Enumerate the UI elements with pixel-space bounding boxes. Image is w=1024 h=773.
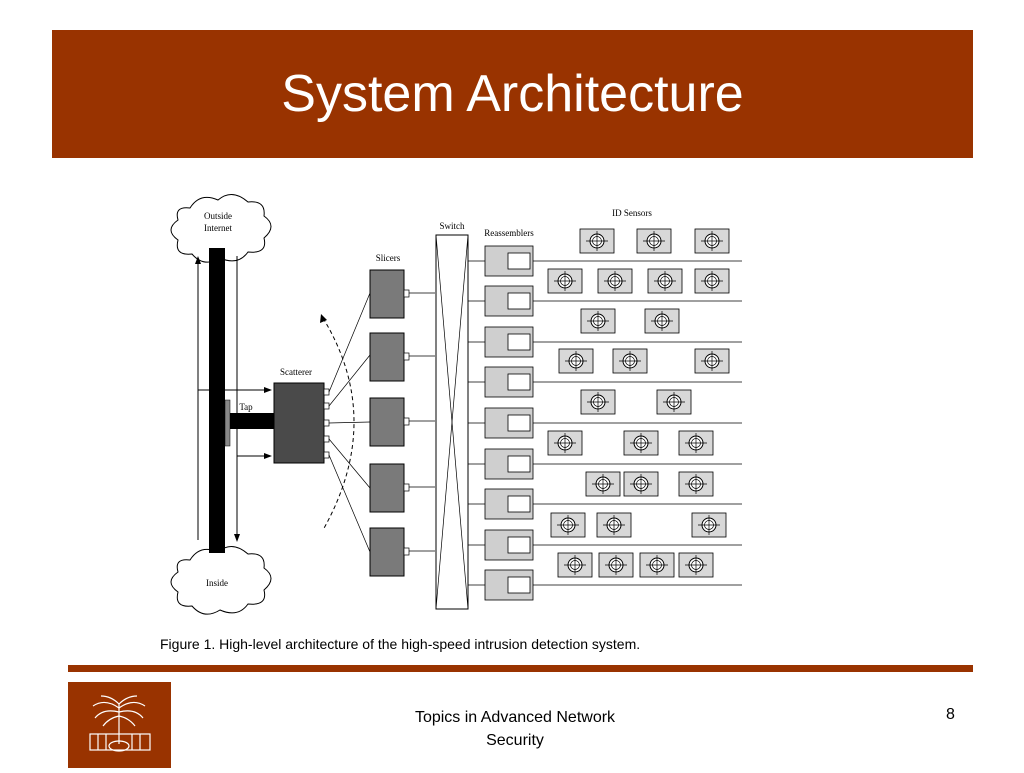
- footer-line-2: Security: [486, 732, 544, 749]
- university-logo: [68, 682, 171, 768]
- page-number: 8: [946, 706, 955, 723]
- network-link: [209, 248, 225, 553]
- inside-label: Inside: [206, 578, 228, 588]
- reassemblers-label: Reassemblers: [484, 228, 534, 238]
- title-bar: System Architecture: [52, 30, 973, 158]
- scatterer-label: Scatterer: [280, 367, 312, 377]
- slicers-label: Slicers: [376, 253, 401, 263]
- outside-label: Outside: [204, 211, 232, 221]
- slicers-group: [369, 269, 405, 577]
- id-sensors-group: [547, 228, 730, 578]
- reassemblers-group: [468, 245, 534, 601]
- tap-connector: [230, 413, 274, 429]
- figure-caption: Figure 1. High-level architecture of the…: [160, 636, 641, 652]
- scatterer-box: [273, 382, 325, 464]
- inside-cloud: Inside: [170, 546, 272, 615]
- internet-label: Internet: [204, 223, 232, 233]
- id-sensors-label: ID Sensors: [612, 208, 652, 218]
- architecture-figure: Outside Internet Inside Tap Scatterer Sl…: [160, 190, 760, 620]
- sensor-buses: [533, 260, 742, 586]
- outside-internet-cloud: Outside Internet: [170, 194, 272, 263]
- scatter-arc: [322, 317, 355, 531]
- switch-label: Switch: [439, 221, 465, 231]
- slide-title: System Architecture: [281, 65, 744, 123]
- footer-rule: [68, 665, 973, 672]
- footer-line-1: Topics in Advanced Network: [414, 709, 616, 726]
- footer-course-title: Topics in Advanced Network Security: [385, 706, 645, 752]
- tap-label: Tap: [239, 402, 253, 412]
